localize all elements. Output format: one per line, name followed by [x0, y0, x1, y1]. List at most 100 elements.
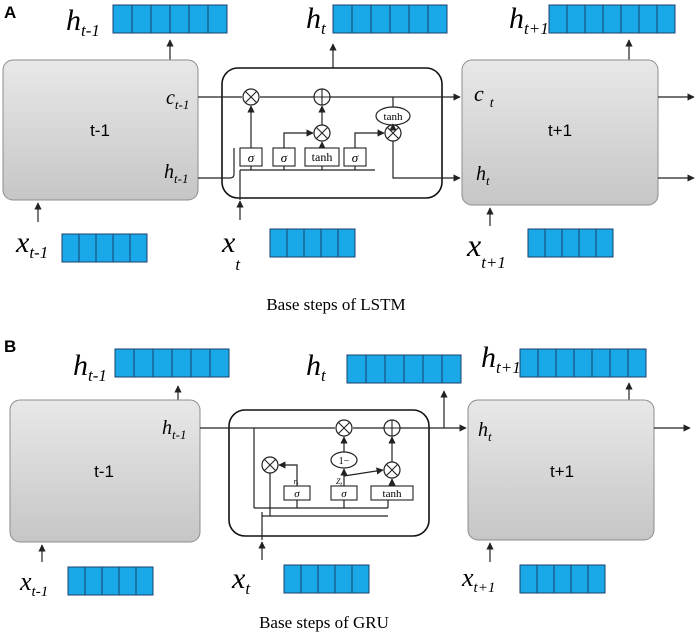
vector-cell — [519, 348, 539, 378]
a-out-cur-label: ht — [306, 2, 327, 38]
a-candidate-gate-label: tanh — [312, 150, 333, 164]
vector-cell — [300, 564, 319, 594]
vector-cell — [351, 564, 370, 594]
vector-cell — [332, 4, 353, 34]
a-in-next: xt+1 — [466, 227, 614, 272]
vector-cell — [112, 233, 131, 263]
b-h-out-label: ht — [478, 419, 492, 444]
a-forget-gate-label: σ — [248, 150, 255, 165]
vector-cell — [584, 4, 604, 34]
a-c-in-label: ct-1 — [166, 87, 189, 112]
vector-cell — [169, 4, 190, 34]
vector-cell — [638, 4, 658, 34]
a-candidate-gate: tanh — [304, 147, 340, 167]
vector-cell — [84, 566, 103, 596]
vector-cell — [609, 348, 629, 378]
vector-cell — [320, 228, 339, 258]
vector-cell — [422, 354, 443, 384]
a-h-out-label: ht — [476, 163, 490, 188]
vector-cell — [334, 564, 353, 594]
vector-cell — [555, 348, 575, 378]
vector-cell — [602, 4, 622, 34]
a-in-next-vector — [527, 228, 614, 258]
b-out-next-label: ht+1 — [481, 341, 521, 377]
a-next-box-label: t+1 — [548, 121, 572, 140]
b-update-gate: σ — [330, 485, 358, 501]
b-reset-symbol: rt — [294, 477, 299, 488]
vector-cell — [129, 233, 148, 263]
a-output-to-mult — [354, 129, 385, 148]
vector-cell — [408, 4, 429, 34]
a-h-in-label: ht-1 — [164, 161, 188, 186]
vector-cell — [118, 566, 137, 596]
a-out-cur: ht — [306, 2, 448, 38]
a-out-prev-vector — [112, 4, 228, 34]
a-cell-add — [313, 88, 331, 106]
vector-cell — [561, 228, 580, 258]
a-forget-multiply — [242, 88, 260, 106]
vector-cell — [553, 564, 572, 594]
b-reset-multiply — [261, 456, 279, 474]
vector-cell — [283, 564, 302, 594]
a-in-cur-label: xt — [221, 226, 241, 274]
panel-a-label: A — [4, 3, 16, 22]
b-candidate-multiply — [383, 461, 401, 479]
a-prev-box — [2, 59, 199, 201]
vector-cell — [207, 4, 228, 34]
vector-cell — [351, 4, 372, 34]
b-reset-to-mult — [278, 461, 298, 486]
vector-cell — [587, 564, 606, 594]
vector-cell — [527, 228, 546, 258]
b-out-next: ht+1 — [481, 341, 647, 378]
vector-cell — [171, 348, 192, 378]
a-out-next-label: ht+1 — [509, 2, 549, 38]
a-h-line-out — [392, 141, 461, 182]
vector-cell — [209, 348, 230, 378]
vector-cell — [389, 4, 410, 34]
b-out-next-vector — [519, 348, 647, 378]
vector-cell — [595, 228, 614, 258]
vector-cell — [403, 354, 424, 384]
b-prev-box — [9, 399, 201, 543]
a-input-gate-label: σ — [281, 150, 288, 165]
panel-b: B ht-1 ht ht+1 t-1 ht-1 — [4, 337, 691, 632]
vector-cell — [627, 348, 647, 378]
a-cell-tanh-label: tanh — [384, 111, 403, 123]
vector-cell — [95, 233, 114, 263]
vector-cell — [427, 4, 448, 34]
vector-cell — [190, 348, 211, 378]
b-out-cur: ht — [306, 349, 462, 385]
b-in-cur-label: xt — [231, 562, 251, 598]
a-in-prev-label: xt-1 — [15, 226, 48, 262]
vector-cell — [150, 4, 171, 34]
vector-cell — [78, 233, 97, 263]
a-caption: Base steps of LSTM — [266, 295, 405, 314]
vector-cell — [337, 228, 356, 258]
vector-cell — [133, 348, 154, 378]
a-output-multiply — [384, 124, 402, 142]
vector-cell — [620, 4, 640, 34]
a-out-prev-label: ht-1 — [66, 4, 100, 40]
b-update-to-cand-mult — [343, 467, 384, 477]
vector-cell — [519, 564, 538, 594]
vector-cell — [544, 228, 563, 258]
a-forget-gate: σ — [239, 147, 263, 167]
vector-cell — [346, 354, 367, 384]
vector-cell — [384, 354, 405, 384]
b-out-cur-vector — [346, 354, 462, 384]
a-out-cur-vector — [332, 4, 448, 34]
b-out-prev-label: ht-1 — [73, 349, 107, 385]
vector-cell — [112, 4, 133, 34]
b-candidate-gate-label: tanh — [383, 488, 402, 500]
a-input-to-mult — [283, 129, 314, 148]
a-h-line-to-gates — [222, 148, 235, 179]
b-update-gate-label: σ — [341, 488, 347, 500]
a-input-multiply — [313, 124, 331, 142]
vector-cell — [152, 348, 173, 378]
b-in-next-label: xt+1 — [461, 563, 495, 596]
a-input-gate: σ — [272, 147, 296, 167]
vector-cell — [365, 354, 386, 384]
a-out-next: ht+1 — [509, 2, 676, 38]
